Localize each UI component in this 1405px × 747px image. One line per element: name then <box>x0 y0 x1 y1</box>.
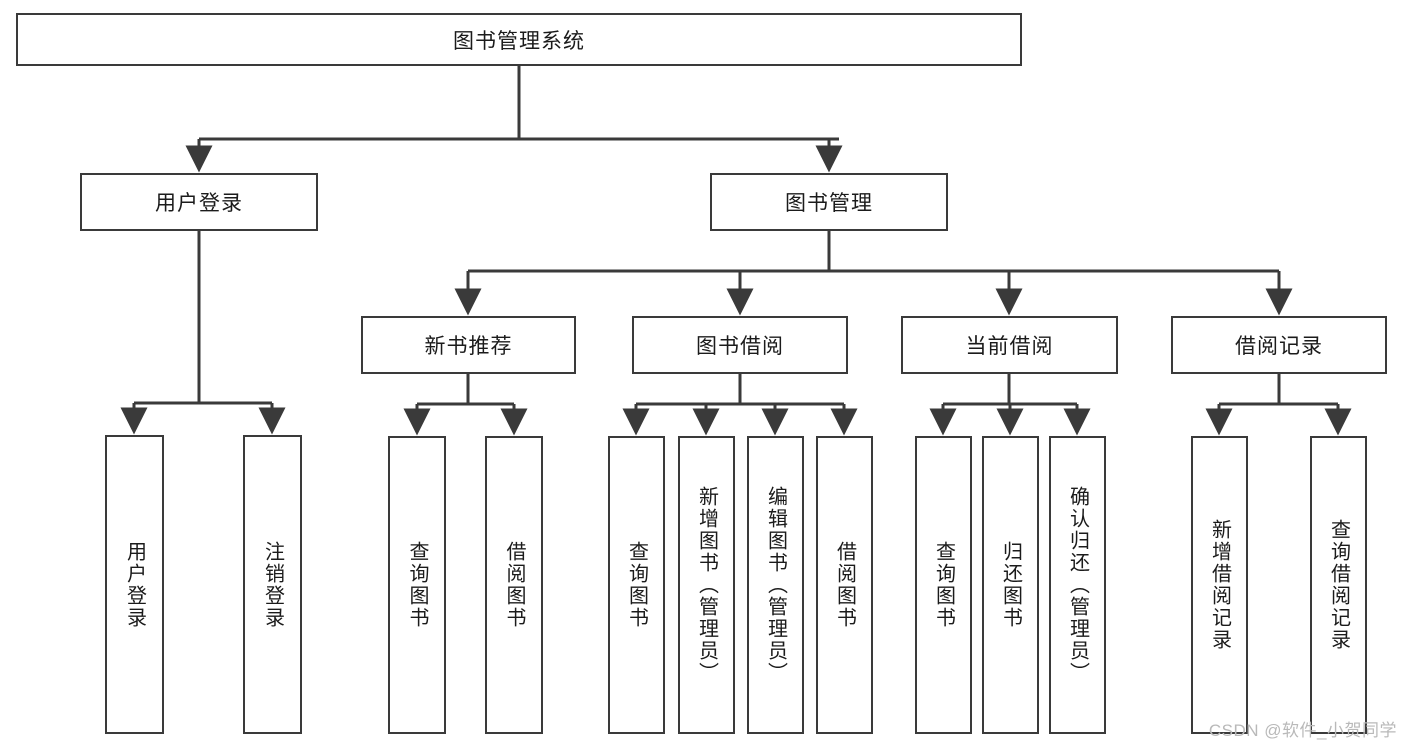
node-label: 新书推荐 <box>424 335 513 358</box>
node-book-management[interactable]: 图书管理 <box>710 173 948 231</box>
node-leaf-borrow-book[interactable]: 借阅图书 <box>816 436 873 734</box>
node-leaf-query-borrow-record[interactable]: 查询借阅记录 <box>1310 436 1367 734</box>
node-user-login[interactable]: 用户登录 <box>80 173 318 231</box>
node-label: 归还图书 <box>999 541 1022 629</box>
node-leaf-edit-book-admin[interactable]: 编辑图书（管理员） <box>747 436 804 734</box>
node-label: 图书借阅 <box>696 335 784 358</box>
node-label: 用户登录 <box>123 540 146 629</box>
node-label: 注销登录 <box>261 540 284 629</box>
node-leaf-user-login[interactable]: 用户登录 <box>105 435 164 734</box>
node-label: 查询图书 <box>406 541 428 629</box>
node-current-borrow[interactable]: 当前借阅 <box>901 316 1118 374</box>
node-label: 用户登录 <box>155 192 243 215</box>
node-leaf-add-book-admin[interactable]: 新增图书（管理员） <box>678 436 735 734</box>
node-root-system[interactable]: 图书管理系统 <box>16 13 1022 66</box>
node-borrow-record[interactable]: 借阅记录 <box>1171 316 1387 374</box>
watermark-text: CSDN @软件_小贺同学 <box>1208 721 1397 740</box>
node-leaf-query-book-current[interactable]: 查询图书 <box>915 436 972 734</box>
node-label: 确认归还（管理员） <box>1066 486 1089 684</box>
node-label: 新增借阅记录 <box>1208 519 1231 651</box>
node-leaf-query-book-new[interactable]: 查询图书 <box>388 436 446 734</box>
node-label: 借阅图书 <box>833 541 856 629</box>
node-leaf-confirm-return-admin[interactable]: 确认归还（管理员） <box>1049 436 1106 734</box>
node-label: 查询借阅记录 <box>1327 519 1350 651</box>
node-leaf-add-borrow-record[interactable]: 新增借阅记录 <box>1191 436 1248 734</box>
node-leaf-borrow-book-new[interactable]: 借阅图书 <box>485 436 543 734</box>
node-new-book-recommend[interactable]: 新书推荐 <box>361 316 576 374</box>
node-leaf-logout[interactable]: 注销登录 <box>243 435 302 734</box>
node-leaf-return-book[interactable]: 归还图书 <box>982 436 1039 734</box>
node-label: 编辑图书（管理员） <box>764 486 787 684</box>
node-label: 新增图书（管理员） <box>695 486 718 684</box>
node-label: 图书管理系统 <box>453 29 585 53</box>
node-label: 图书管理 <box>785 192 873 215</box>
node-label: 当前借阅 <box>965 335 1054 358</box>
node-label: 借阅图书 <box>503 541 525 629</box>
node-label: 查询图书 <box>625 541 648 629</box>
node-book-borrow[interactable]: 图书借阅 <box>632 316 848 374</box>
node-leaf-query-book-borrow[interactable]: 查询图书 <box>608 436 665 734</box>
node-label: 查询图书 <box>932 541 955 629</box>
node-label: 借阅记录 <box>1235 335 1323 358</box>
